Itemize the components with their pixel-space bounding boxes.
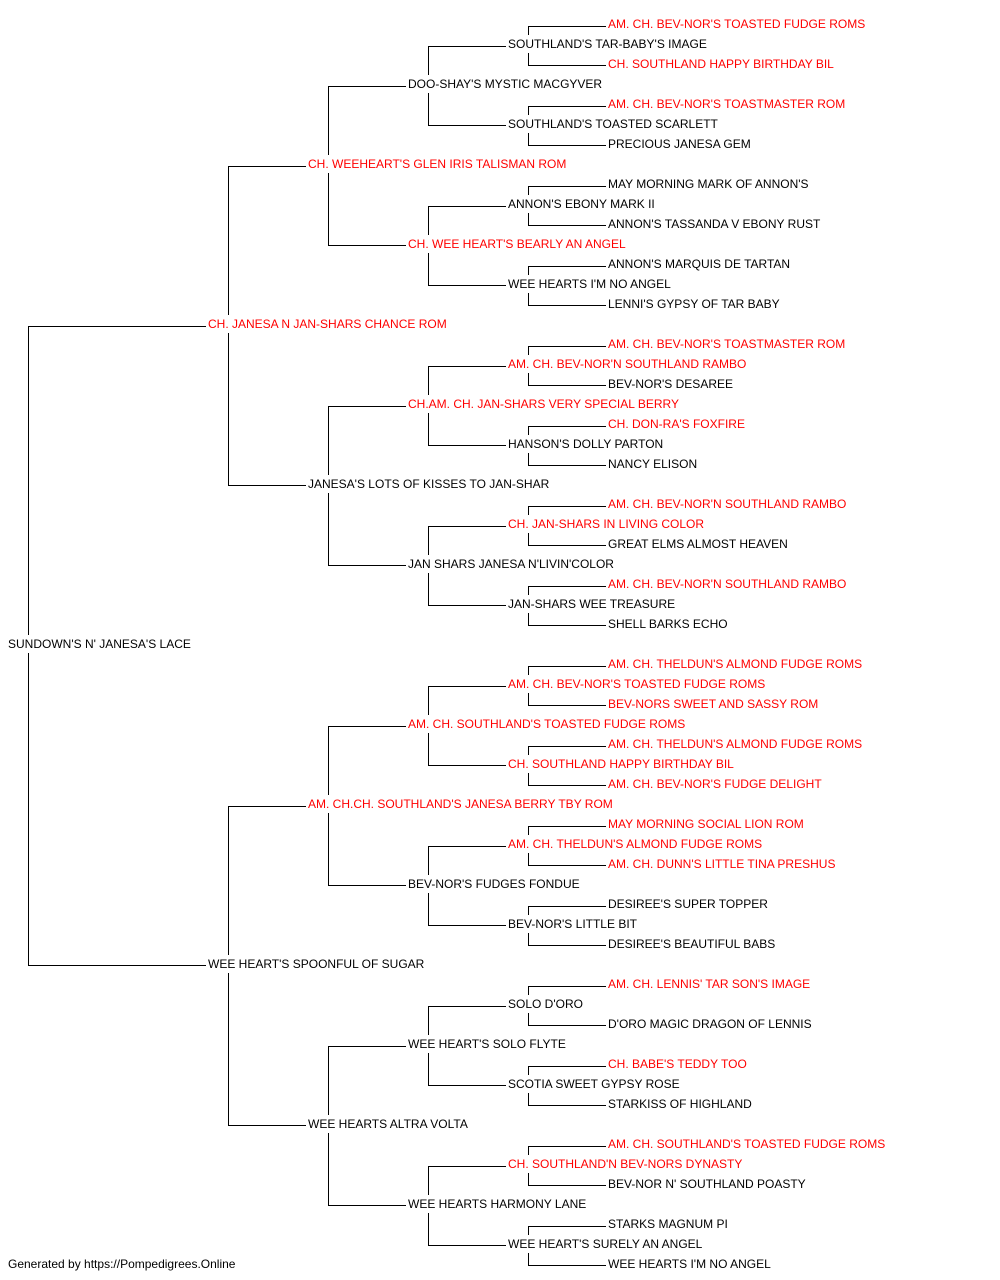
pedigree-entry-gen-4: BEV-NOR'S LITTLE BIT <box>508 917 637 931</box>
pedigree-entry-gen-4: CH. SOUTHLAND HAPPY BIRTHDAY BIL <box>508 757 734 771</box>
pedigree-entry-gen-4: SOLO D'ORO <box>508 997 583 1011</box>
pedigree-entry-gen-5: DESIREE'S BEAUTIFUL BABS <box>608 937 776 951</box>
pedigree-entry-gen-1: WEE HEART'S SPOONFUL OF SUGAR <box>208 957 425 971</box>
pedigree-entry-gen-4: SCOTIA SWEET GYPSY ROSE <box>508 1077 680 1091</box>
pedigree-entry-gen-1: CH. JANESA N JAN-SHARS CHANCE ROM <box>208 317 447 331</box>
pedigree-entry-gen-3: AM. CH. SOUTHLAND'S TOASTED FUDGE ROMS <box>408 717 686 731</box>
pedigree-entry-gen-4: SOUTHLAND'S TOASTED SCARLETT <box>508 117 718 131</box>
pedigree-entry-gen-5: ANNON'S TASSANDA V EBONY RUST <box>608 217 821 231</box>
pedigree-entry-gen-4: ANNON'S EBONY MARK II <box>508 197 655 211</box>
pedigree-entry-gen-5: D'ORO MAGIC DRAGON OF LENNIS <box>608 1017 812 1031</box>
pedigree-entry-gen-5: CH. DON-RA'S FOXFIRE <box>608 417 745 431</box>
pedigree-entry-gen-3: DOO-SHAY'S MYSTIC MACGYVER <box>408 77 603 91</box>
pedigree-entry-gen-3: BEV-NOR'S FUDGES FONDUE <box>408 877 580 891</box>
pedigree-entry-gen-5: MAY MORNING MARK OF ANNON'S <box>608 177 809 191</box>
pedigree-entry-gen-5: STARKS MAGNUM PI <box>608 1217 728 1231</box>
pedigree-entry-gen-4: HANSON'S DOLLY PARTON <box>508 437 664 451</box>
pedigree-entry-gen-5: MAY MORNING SOCIAL LION ROM <box>608 817 804 831</box>
pedigree-entry-gen-5: AM. CH. DUNN'S LITTLE TINA PRESHUS <box>608 857 836 871</box>
pedigree-entry-gen-2: JANESA'S LOTS OF KISSES TO JAN-SHAR <box>308 477 550 491</box>
pedigree-entry-gen-3: JAN SHARS JANESA N'LIVIN'COLOR <box>408 557 614 571</box>
pedigree-entry-gen-4: AM. CH. BEV-NOR'S TOASTED FUDGE ROMS <box>508 677 766 691</box>
pedigree-entry-gen-5: AM. CH. BEV-NOR'S TOASTMASTER ROM <box>608 97 846 111</box>
pedigree-entry-gen-5: AM. CH. BEV-NOR'S TOASTED FUDGE ROMS <box>608 17 866 31</box>
pedigree-entry-gen-5: AM. CH. LENNIS' TAR SON'S IMAGE <box>608 977 811 991</box>
pedigree-entry-gen-5: AM. CH. THELDUN'S ALMOND FUDGE ROMS <box>608 737 863 751</box>
pedigree-entry-gen-5: AM. CH. BEV-NOR'S TOASTMASTER ROM <box>608 337 846 351</box>
pedigree-entry-gen-3: CH.AM. CH. JAN-SHARS VERY SPECIAL BERRY <box>408 397 679 411</box>
pedigree-entry-gen-5: PRECIOUS JANESA GEM <box>608 137 751 151</box>
pedigree-entry-gen-4: JAN-SHARS WEE TREASURE <box>508 597 676 611</box>
pedigree-entry-gen-5: AM. CH. THELDUN'S ALMOND FUDGE ROMS <box>608 657 863 671</box>
pedigree-entry-gen-4: SOUTHLAND'S TAR-BABY'S IMAGE <box>508 37 707 51</box>
pedigree-entry-gen-5: DESIREE'S SUPER TOPPER <box>608 897 768 911</box>
pedigree-entry-gen-4: WEE HEART'S SURELY AN ANGEL <box>508 1237 703 1251</box>
footer-credit: Generated by https://Pompedigrees.Online <box>8 1257 236 1271</box>
pedigree-entry-gen-5: AM. CH. SOUTHLAND'S TOASTED FUDGE ROMS <box>608 1137 886 1151</box>
pedigree-entry-gen-5: BEV-NOR N' SOUTHLAND POASTY <box>608 1177 806 1191</box>
pedigree-entry-gen-2: AM. CH.CH. SOUTHLAND'S JANESA BERRY TBY … <box>308 797 613 811</box>
pedigree-entry-gen-2: WEE HEARTS ALTRA VOLTA <box>308 1117 468 1131</box>
pedigree-entry-gen-5: WEE HEARTS I'M NO ANGEL <box>608 1257 771 1271</box>
pedigree-entry-gen-5: AM. CH. BEV-NOR'N SOUTHLAND RAMBO <box>608 497 847 511</box>
pedigree-entry-gen-5: CH. BABE'S TEDDY TOO <box>608 1057 747 1071</box>
pedigree-entry-gen-3: WEE HEART'S SOLO FLYTE <box>408 1037 566 1051</box>
pedigree-entry-gen-5: SHELL BARKS ECHO <box>608 617 728 631</box>
pedigree-entry-gen-5: LENNI'S GYPSY OF TAR BABY <box>608 297 780 311</box>
pedigree-entry-gen-0: SUNDOWN'S N' JANESA'S LACE <box>8 637 191 651</box>
pedigree-entry-gen-4: WEE HEARTS I'M NO ANGEL <box>508 277 671 291</box>
pedigree-entry-gen-5: AM. CH. BEV-NOR'N SOUTHLAND RAMBO <box>608 577 847 591</box>
pedigree-entry-gen-2: CH. WEEHEART'S GLEN IRIS TALISMAN ROM <box>308 157 567 171</box>
pedigree-entry-gen-5: NANCY ELISON <box>608 457 698 471</box>
pedigree-entry-gen-5: GREAT ELMS ALMOST HEAVEN <box>608 537 788 551</box>
pedigree-entry-gen-3: CH. WEE HEART'S BEARLY AN ANGEL <box>408 237 626 251</box>
pedigree-entry-gen-5: ANNON'S MARQUIS DE TARTAN <box>608 257 791 271</box>
pedigree-entry-gen-4: CH. SOUTHLAND'N BEV-NORS DYNASTY <box>508 1157 743 1171</box>
pedigree-entry-gen-4: AM. CH. BEV-NOR'N SOUTHLAND RAMBO <box>508 357 747 371</box>
pedigree-entry-gen-3: WEE HEARTS HARMONY LANE <box>408 1197 587 1211</box>
pedigree-entry-gen-5: CH. SOUTHLAND HAPPY BIRTHDAY BIL <box>608 57 834 71</box>
pedigree-entry-gen-5: STARKISS OF HIGHLAND <box>608 1097 752 1111</box>
pedigree-entry-gen-4: CH. JAN-SHARS IN LIVING COLOR <box>508 517 705 531</box>
pedigree-entry-gen-5: BEV-NORS SWEET AND SASSY ROM <box>608 697 819 711</box>
pedigree-entry-gen-5: AM. CH. BEV-NOR'S FUDGE DELIGHT <box>608 777 822 791</box>
pedigree-entry-gen-4: AM. CH. THELDUN'S ALMOND FUDGE ROMS <box>508 837 763 851</box>
pedigree-entry-gen-5: BEV-NOR'S DESAREE <box>608 377 733 391</box>
